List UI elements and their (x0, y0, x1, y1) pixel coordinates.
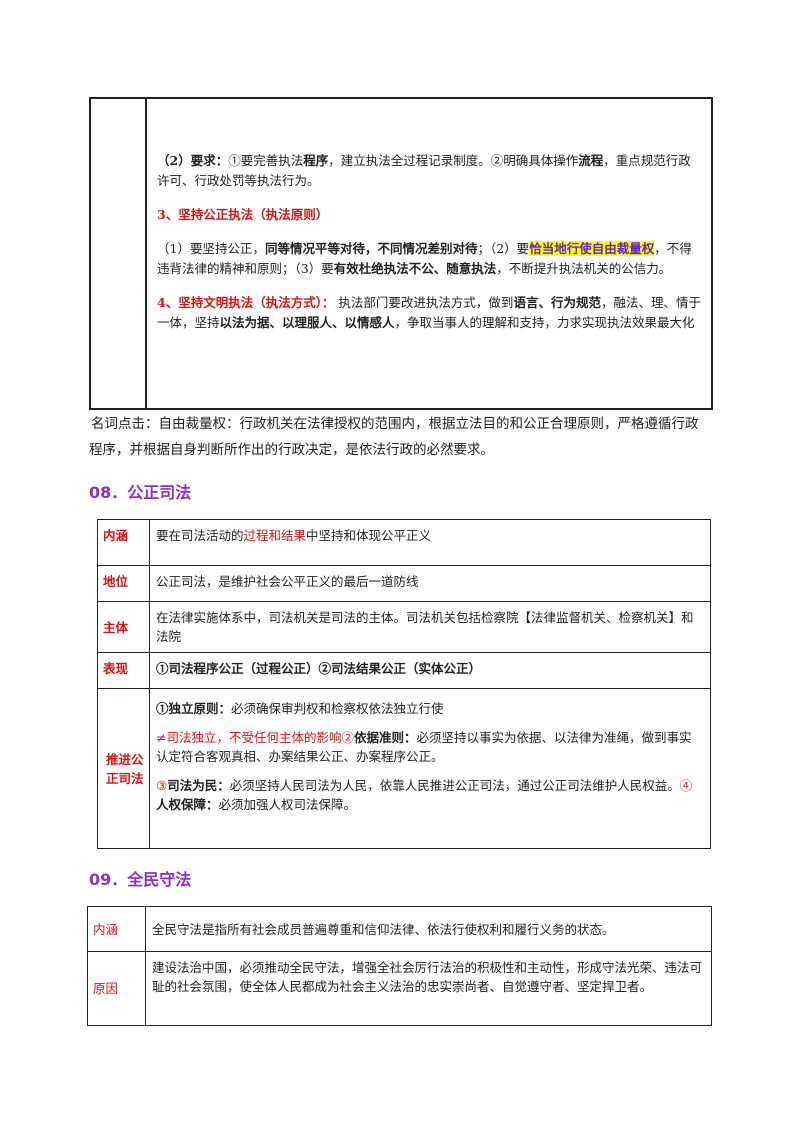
fair-enforcement-title: 3、坚持公正执法（执法原则） (157, 207, 329, 222)
row-content: 要在司法活动的过程和结果中坚持和体现公平正义 (149, 519, 711, 566)
bold-term: 依据准则： (354, 730, 417, 745)
text-segment: ；（2）要 (477, 241, 530, 256)
row-label: 推进公正司法 (97, 688, 150, 849)
row-content: ①司法程序公正（过程公正）②司法结果公正（实体公正） (149, 652, 711, 689)
term-note-text: 名词点击：自由裁量权：行政机关在法律授权的范围内，根据立法目的和公正合理原则，严… (89, 416, 699, 458)
row-content: 公正司法，是维护社会公平正义的最后一道防线 (149, 565, 711, 602)
number-mark: ② (341, 730, 354, 745)
text-segment: 必须坚持人民司法为人民，依靠人民推进公正司法，通过公正司法维护人民权益。 (229, 778, 680, 793)
bold-term: 语言、行为规范 (513, 295, 601, 310)
text-segment: ，不断提升执法机关的公信力。 (496, 261, 672, 276)
table-row: 地位 公正司法，是维护社会公平正义的最后一道防线 (97, 565, 711, 602)
bold-term: 同等情况平等对待，不同情况差别对待 (264, 241, 478, 256)
requirements-paragraph: （2）要求：①要完善执法程序，建立执法全过程记录制度。②明确具体操作流程，重点规… (157, 151, 703, 191)
fair-enforcement-paragraph: （1）要坚持公正，同等情况平等对待，不同情况差别对待；（2）要恰当地行使自由裁量… (157, 239, 703, 279)
row-content: 在法律实施体系中，司法机关是司法的主体。司法机关包括检察院【法律监督机关、检察机… (149, 601, 711, 653)
red-term: 过程和结果 (243, 528, 307, 543)
bold-term: 有效杜绝执法不公、随意执法 (333, 261, 497, 276)
bold-term: 程序 (303, 153, 329, 168)
row-label: 表现 (97, 652, 150, 689)
bold-term: ①独立原则： (156, 701, 232, 716)
row-label: 内涵 (87, 906, 146, 952)
table-row: 表现 ①司法程序公正（过程公正）②司法结果公正（实体公正） (97, 652, 711, 689)
highlighted-term: 恰当地行使自由裁量权 (529, 241, 655, 256)
law-enforcement-table: （2）要求：①要完善执法程序，建立执法全过程记录制度。②明确具体操作流程，重点规… (89, 97, 713, 410)
section-08-heading: 08．公正司法 (89, 483, 192, 502)
content-cell: （2）要求：①要完善执法程序，建立执法全过程记录制度。②明确具体操作流程，重点规… (145, 97, 713, 410)
row-content: ①独立原则：必须确保审判权和检察权依法独立行使 ≠司法独立，不受任何主体的影响②… (149, 688, 711, 849)
civil-enforcement-title: 4、坚持文明执法（执法方式）： (157, 295, 335, 310)
text-segment: 中坚持和体现公平正义 (306, 528, 432, 543)
bold-term: 以法为据、以理服人、以情感人 (219, 315, 395, 330)
principle-people: ③司法为民：必须坚持人民司法为人民，依靠人民推进公正司法，通过公正司法维护人民权… (156, 776, 704, 814)
row-label: 主体 (97, 601, 150, 653)
row-content: 全民守法是指所有社会成员普遍尊重和信仰法律、依法行使权利和履行义务的状态。 (145, 906, 712, 952)
table-row: 主体 在法律实施体系中，司法机关是司法的主体。司法机关包括检察院【法律监督机关、… (97, 601, 711, 653)
text-segment: 必须坚持以事实为依据、以法律为准绳，做到事实认定符合客观真相、办案结果公正、办案… (156, 730, 692, 764)
number-mark: ④ (679, 778, 693, 793)
law-abiding-table: 内涵 全民守法是指所有社会成员普遍尊重和信仰法律、依法行使权利和履行义务的状态。… (87, 906, 712, 1026)
term-note: 名词点击：自由裁量权：行政机关在法律授权的范围内，根据立法目的和公正合理原则，严… (89, 411, 711, 463)
text-segment: 必须加强人权司法保障。 (218, 797, 357, 812)
table-row: 推进公正司法 ①独立原则：必须确保审判权和检察权依法独立行使 ≠司法独立，不受任… (97, 688, 711, 849)
table-row: 原因 建设法治中国，必须推动全民守法，增强全社会厉行法治的积极性和主动性，形成守… (87, 951, 712, 1026)
table-row: 内涵 全民守法是指所有社会成员普遍尊重和信仰法律、依法行使权利和履行义务的状态。 (87, 906, 712, 952)
red-note: ≠司法独立，不受任何主体的影响 (156, 730, 342, 745)
bold-term: 司法为民： (167, 778, 230, 793)
row-label: 原因 (87, 951, 146, 1026)
row-label: 地位 (97, 565, 150, 602)
row-content: 建设法治中国，必须推动全民守法，增强全社会厉行法治的积极性和主动性，形成守法光荣… (145, 951, 712, 1026)
empty-label-cell (89, 97, 147, 410)
row-label: 内涵 (97, 519, 150, 566)
text-segment: ，重点规范行政许可、行政处罚等执法行为。 (157, 153, 691, 188)
civil-enforcement-paragraph: 4、坚持文明执法（执法方式）： 执法部门要改进执法方式，做到语言、行为规范，融法… (157, 293, 703, 333)
number-mark: ③ (156, 778, 168, 793)
bold-term: 流程 (578, 153, 604, 168)
text-segment: 要在司法活动的 (156, 528, 244, 543)
text-segment: ，建立执法全过程记录制度。②明确具体操作 (328, 153, 579, 168)
text-segment: 执法部门要改进执法方式，做到 (334, 295, 514, 310)
fair-justice-table: 内涵 要在司法活动的过程和结果中坚持和体现公平正义 地位 公正司法，是维护社会公… (97, 519, 711, 849)
text-segment: ，争取当事人的理解和支持，力求实现执法效果最大化 (394, 315, 695, 330)
text-segment: 必须确保审判权和检察权依法独立行使 (231, 701, 444, 716)
bold-term: 人权保障： (156, 797, 219, 812)
section-09-heading: 09．全民守法 (89, 870, 192, 889)
text-segment: （1）要坚持公正， (157, 241, 265, 256)
text-segment: ，融法、理、情于一体，坚持 (157, 295, 701, 330)
requirements-head: （2）要求： (157, 153, 229, 168)
table-row: 内涵 要在司法活动的过程和结果中坚持和体现公平正义 (97, 519, 711, 566)
text-segment: ，不得违背法律的精神和原则；（3）要 (157, 241, 692, 276)
text-segment: ①要完善执法 (228, 153, 304, 168)
principle-independent: ①独立原则：必须确保审判权和检察权依法独立行使 (156, 699, 704, 718)
principle-criteria: ≠司法独立，不受任何主体的影响②依据准则：必须坚持以事实为依据、以法律为准绳，做… (156, 728, 704, 766)
